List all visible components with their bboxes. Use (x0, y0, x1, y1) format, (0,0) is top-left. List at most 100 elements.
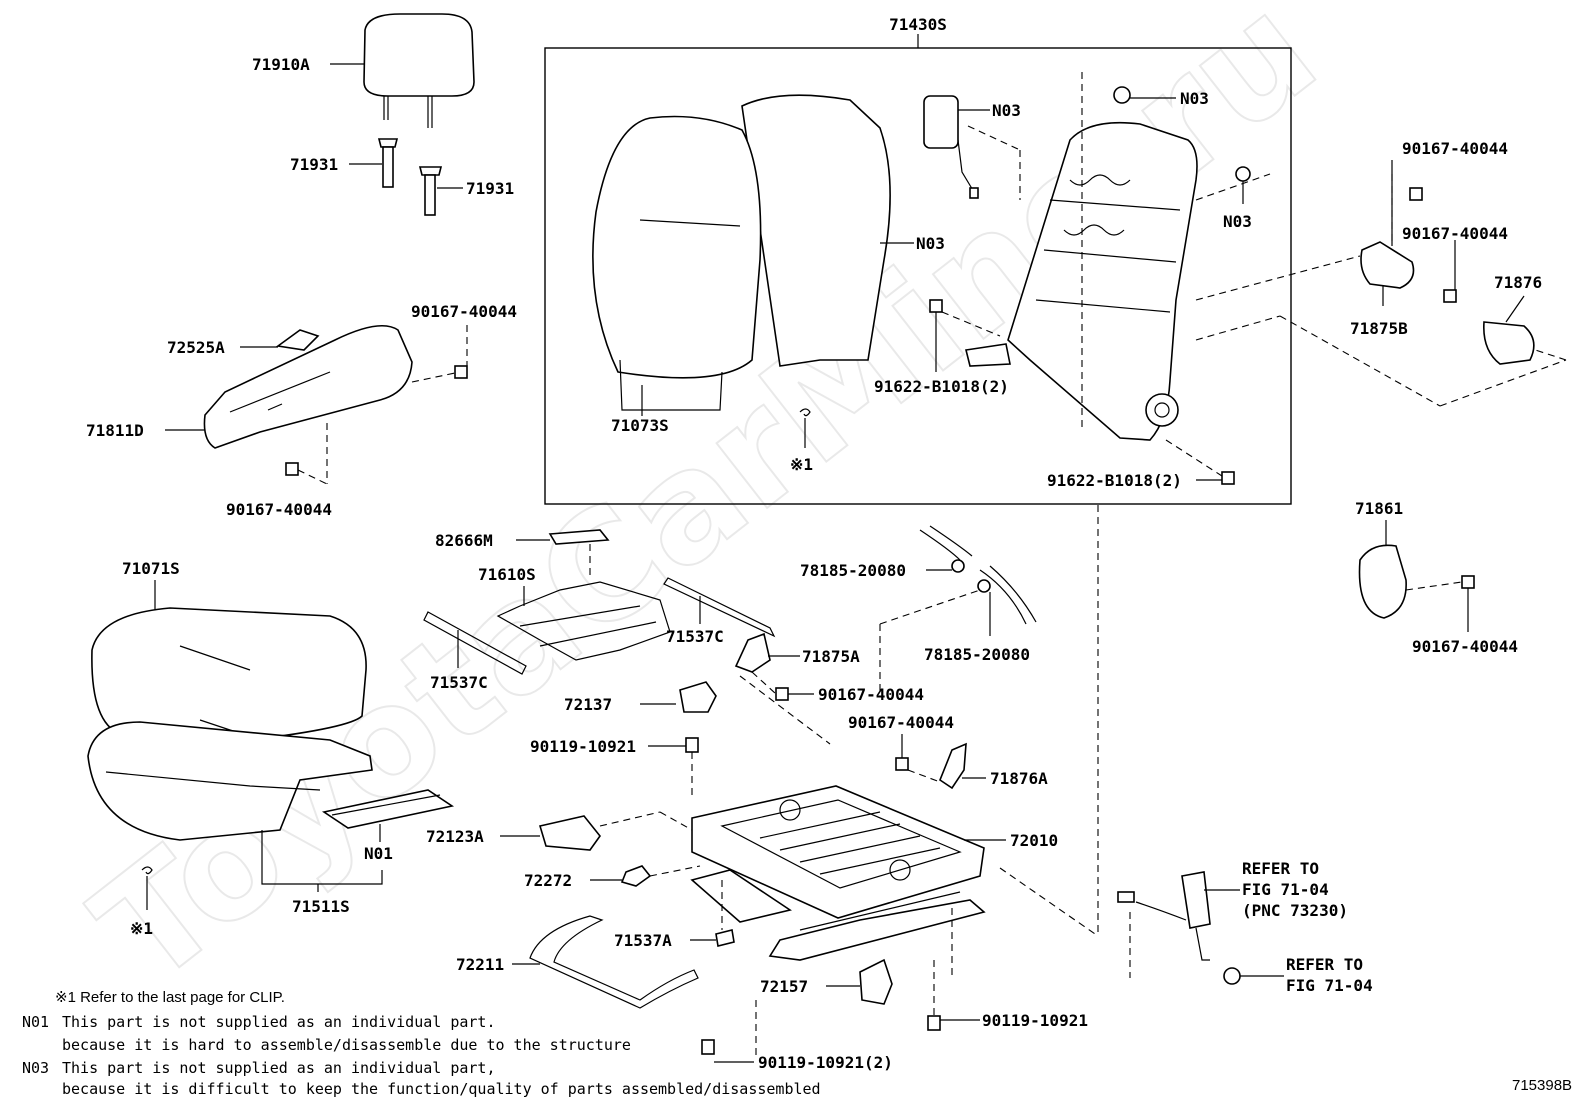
spring-71537C-right (663, 577, 776, 638)
label-90167-40044-f: 90167-40044 (818, 685, 924, 704)
clip-icon (799, 408, 811, 417)
bolt-90119-b (927, 1015, 941, 1031)
note-N03-code: N03 (22, 1059, 49, 1077)
recliner-cover-71875B (1360, 241, 1415, 289)
refer-text-1-line2: FIG 71-04 (1242, 880, 1329, 899)
label-71537C-b: 71537C (430, 673, 488, 692)
refer-text-2-line1: REFER TO (1286, 955, 1363, 974)
label-78185-20080-a: 78185-20080 (800, 561, 906, 580)
label-91622-B1018-a: 91622-B1018(2) (874, 377, 1009, 396)
label-90167-40044-e: 90167-40044 (1412, 637, 1518, 656)
screw-90167-g (895, 757, 909, 771)
label-90167-40044-g: 90167-40044 (848, 713, 954, 732)
refer-text-2-line2: FIG 71-04 (1286, 976, 1373, 995)
label-clip-2: ※1 (130, 919, 153, 938)
note-N01-code: N01 (22, 1013, 49, 1031)
seat-adjuster-72010 (690, 785, 986, 961)
label-71931-right: 71931 (466, 179, 514, 198)
screw-90167-d (1443, 289, 1457, 303)
label-N01: N01 (364, 844, 393, 863)
bolt-90119-a (685, 737, 699, 753)
label-71875B: 71875B (1350, 319, 1408, 338)
label-71511S: 71511S (292, 897, 350, 916)
seat-cushion-cover-part (91, 607, 367, 741)
label-72157: 72157 (760, 977, 808, 996)
lever-72137 (679, 681, 717, 713)
clip-icon-2 (141, 866, 153, 875)
label-N03-airbag: N03 (992, 101, 1021, 120)
nut-N03-top (1113, 86, 1131, 104)
label-90119-10921-c: 90119-10921(2) (758, 1053, 893, 1072)
label-71073S: 71073S (611, 416, 669, 435)
label-72525A: 72525A (167, 338, 225, 357)
recliner-knob-71861 (1358, 544, 1475, 619)
label-72010: 72010 (1010, 831, 1058, 850)
label-90167-40044-d: 90167-40044 (1402, 224, 1508, 243)
bolt-91622-b (1221, 471, 1235, 485)
label-N03-top: N03 (1180, 89, 1209, 108)
cover-71875A (734, 632, 789, 701)
seat-side-shield-part (203, 324, 468, 476)
seatback-frame-part (965, 121, 1198, 441)
label-71861: 71861 (1355, 499, 1403, 518)
label-82666M: 82666M (435, 531, 493, 550)
assembly-box-label: 71430S (889, 15, 947, 34)
bolt-90119-c (701, 1039, 715, 1055)
note-N03-line1: This part is not supplied as an individu… (62, 1059, 495, 1077)
seat-cushion-pad-part (87, 721, 373, 841)
label-71610S: 71610S (478, 565, 536, 584)
label-72272: 72272 (524, 871, 572, 890)
label-90167-40044-a: 90167-40044 (411, 302, 517, 321)
refer-text-1-line3: (PNC 73230) (1242, 901, 1348, 920)
heater-82666M (548, 529, 610, 545)
headrest-part (363, 13, 475, 128)
rod-72211 (529, 915, 699, 1009)
clip-72272 (620, 865, 652, 887)
label-71537C-a: 71537C (666, 627, 724, 646)
label-71875A: 71875A (802, 647, 860, 666)
refer-text-1-line1: REFER TO (1242, 859, 1319, 878)
label-90167-40044-c: 90167-40044 (1402, 139, 1508, 158)
spring-71537C-left (423, 611, 527, 675)
label-N03-mid: N03 (1223, 212, 1252, 231)
screw-90167-c (1409, 187, 1423, 201)
label-72137: 72137 (564, 695, 612, 714)
label-78185-20080-b: 78185-20080 (924, 645, 1030, 664)
label-72211: 72211 (456, 955, 504, 974)
label-90119-10921-a: 90119-10921 (530, 737, 636, 756)
label-71876: 71876 (1494, 273, 1542, 292)
label-clip-1: ※1 (790, 455, 813, 474)
label-91622-B1018-b: 91622-B1018(2) (1047, 471, 1182, 490)
nut-refer-2 (1223, 967, 1241, 985)
seatback-cover-part (592, 94, 891, 411)
label-90119-10921-b: 90119-10921 (982, 1011, 1088, 1030)
wire-harness-part (919, 525, 1037, 625)
label-71537A: 71537A (614, 931, 672, 950)
label-90167-40044-b: 90167-40044 (226, 500, 332, 519)
note-N01-line1: This part is not supplied as an individu… (62, 1013, 495, 1031)
note-clip: ※1 Refer to the last page for CLIP. (55, 989, 285, 1006)
label-71931-left: 71931 (290, 155, 338, 174)
figure-code: 715398B (1512, 1077, 1572, 1094)
cover-71876A (939, 742, 967, 790)
bolt-91622-a (929, 299, 943, 313)
label-N03-cover: N03 (916, 234, 945, 253)
side-airbag-part (923, 95, 979, 199)
note-N01-line2: because it is hard to assemble/disassemb… (62, 1036, 631, 1054)
label-71876A: 71876A (990, 769, 1048, 788)
headrest-guide-part (377, 138, 443, 216)
spring-71537A (715, 929, 735, 947)
seat-belt-buckle-part (1117, 871, 1211, 961)
label-71071S: 71071S (122, 559, 180, 578)
bracket-72123A (538, 815, 602, 851)
label-71811D: 71811D (86, 421, 144, 440)
spring-71610S (496, 581, 671, 661)
label-71910A: 71910A (252, 55, 310, 74)
label-72123A: 72123A (426, 827, 484, 846)
nut-N03-mid (1235, 166, 1251, 182)
cover-72157 (859, 958, 893, 1005)
cushion-bracket-N01 (321, 789, 455, 829)
recliner-cover-71876 (1483, 321, 1535, 365)
note-N03-line2: because it is difficult to keep the func… (62, 1080, 821, 1098)
